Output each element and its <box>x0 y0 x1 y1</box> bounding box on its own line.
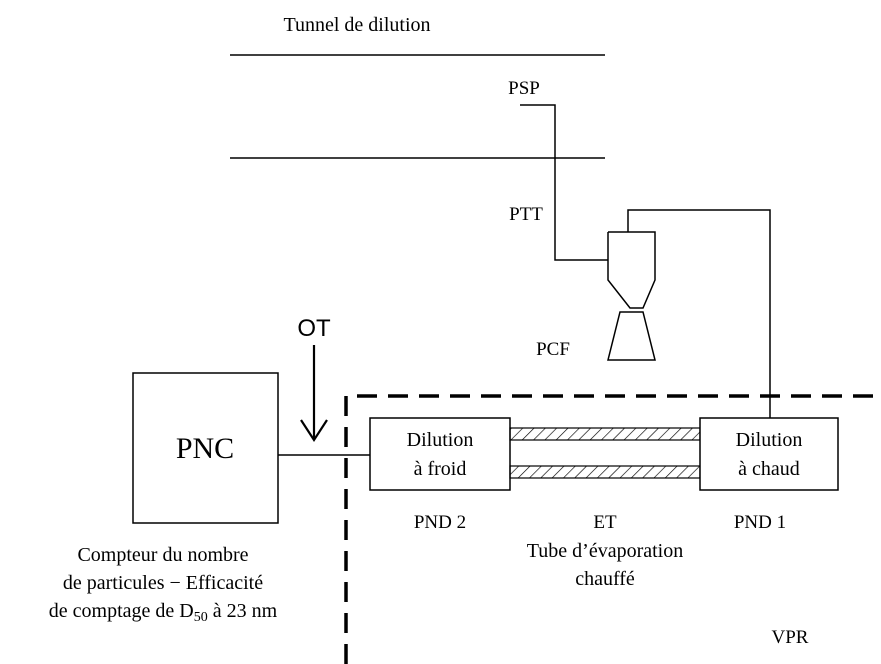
pre-classifier-icon <box>607 231 656 361</box>
pnd1-label: PND 1 <box>734 512 786 533</box>
ot-label: OT <box>297 315 331 342</box>
et-label: ET <box>593 512 617 533</box>
pnc-caption-line2: de particules − Efficacité <box>63 572 263 594</box>
pnc-box <box>132 372 279 524</box>
pnc-caption-line1: Compteur du nombre <box>77 544 248 566</box>
pnc-caption-line3: de comptage de D50 à 23 nm <box>49 600 278 625</box>
psp-label: PSP <box>508 78 540 99</box>
sampling-probe-line <box>520 104 608 261</box>
vpr-label: VPR <box>772 627 809 648</box>
cold-dilution-line1: Dilution <box>407 429 474 451</box>
transfer-line <box>627 209 771 420</box>
hot-dilution-line1: Dilution <box>736 429 803 451</box>
cold-dilution-line2: à froid <box>414 458 467 480</box>
evaporation-tube-lower-wall <box>509 465 701 479</box>
ptt-label: PTT <box>509 204 543 225</box>
cold-dilution-box <box>369 417 511 491</box>
ot-arrow-icon <box>300 345 328 443</box>
vpr-boundary <box>344 394 881 664</box>
et-caption-line2: chauffé <box>575 568 635 590</box>
pcf-label: PCF <box>536 339 570 360</box>
evaporation-tube-upper-wall <box>509 427 701 441</box>
pnc-label: PNC <box>176 432 234 465</box>
pnd2-label: PND 2 <box>414 512 466 533</box>
tunnel-label: Tunnel de dilution <box>283 14 430 36</box>
et-caption-line1: Tube d’évaporation <box>527 540 683 562</box>
hot-dilution-box <box>699 417 839 491</box>
hot-dilution-line2: à chaud <box>738 458 800 480</box>
